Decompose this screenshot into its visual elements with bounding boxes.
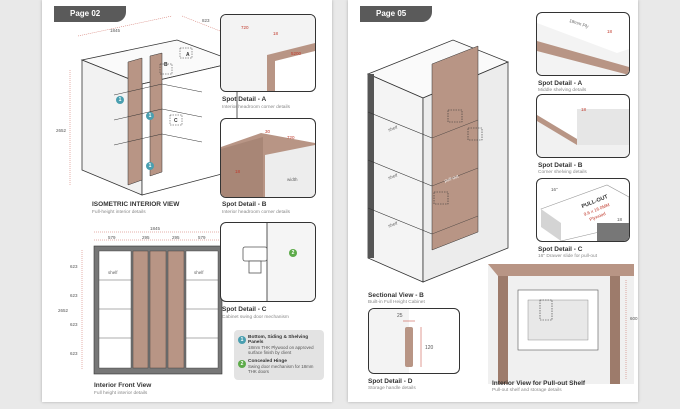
dim-height: 2652	[56, 128, 67, 133]
spot-detail-b-box: 30 720 18 width	[220, 118, 316, 198]
page-02: Page 02	[42, 0, 332, 402]
front-dim-row4: 623	[70, 351, 78, 356]
front-dim-col-d: 579	[198, 235, 206, 240]
right-detail-c-subtitle: 16" Drawer slide for pull-out	[538, 254, 598, 259]
detail-a-subtitle: Interior headroom corner details	[222, 105, 290, 110]
legend-2-text: Swing door mechanism for 18mm THK doors	[248, 364, 314, 374]
front-subtitle: Full height interior details	[94, 391, 148, 396]
spot-detail-c-box: 2	[220, 222, 316, 302]
sectional-drawing	[366, 39, 634, 384]
page-05: Page 05 shelf shelf shelf pull-out 600 S…	[348, 0, 638, 402]
right-detail-b-dim-1: 18	[581, 107, 587, 112]
detail-b-dim-4: width	[287, 177, 298, 182]
detail-a-title: Spot Detail - A	[222, 96, 267, 103]
detail-c-title: Spot Detail - C	[222, 306, 267, 313]
detail-b-subtitle: Interior headroom corner details	[222, 210, 290, 215]
interior-dim: 600	[630, 316, 638, 321]
legend-1: Bottom, Siding & Shelving Panels 18mm TH…	[248, 335, 322, 355]
dim-depth: 823	[202, 18, 210, 23]
front-dim-height: 2652	[58, 308, 69, 313]
legend-2-title: Concealed Hinge	[248, 359, 287, 364]
front-dim-width: 1845	[150, 226, 161, 231]
page-tab: Page 05	[360, 6, 433, 22]
right-detail-d-subtitle: Storage handle details	[368, 386, 416, 391]
iso-title: ISOMETRIC INTERIOR VIEW	[92, 201, 180, 208]
front-title: Interior Front View	[94, 382, 152, 389]
iso-subtitle: Full-height interior details	[92, 210, 146, 215]
right-detail-b-subtitle: Corner shelving details	[538, 170, 587, 175]
front-dim-col-b: 295	[142, 235, 150, 240]
legend-1-title: Bottom, Siding & Shelving Panels	[248, 335, 309, 345]
callout-c: C	[174, 118, 178, 124]
front-shelf-label: shelf	[108, 270, 118, 275]
right-detail-a-box: 18mm Ply 18	[536, 12, 630, 76]
detail-a-dim-3: 5200	[291, 51, 302, 56]
legend-1-text: 18mm THK Plywood on approved surface fin…	[248, 345, 314, 355]
front-dim-row1: 623	[70, 264, 78, 269]
right-detail-c-box: PULL-OUT 9.6 x 16.0MM Plywood 16" 18	[536, 178, 630, 242]
isometric-drawing	[69, 15, 239, 375]
detail-a-dim-2: 18	[273, 31, 279, 36]
right-detail-c-dim-1: 16"	[551, 187, 558, 192]
detail-c-marker-icon: 2	[289, 249, 297, 257]
legend-panel: 1 Bottom, Siding & Shelving Panels 18mm …	[234, 330, 324, 380]
detail-a-dim-1: 720	[241, 25, 249, 30]
marker-1-icon: 1	[116, 96, 124, 104]
page-tab: Page 02	[54, 6, 127, 22]
right-detail-d-box: 25 120	[368, 308, 460, 374]
right-detail-c-dim-2: 18	[617, 217, 623, 222]
front-dim-col-c: 295	[172, 235, 180, 240]
right-detail-c-title: Spot Detail - C	[538, 246, 583, 253]
callout-b: B	[164, 62, 168, 68]
front-shelf-label-2: shelf	[194, 270, 204, 275]
right-detail-b-box: 18	[536, 94, 630, 158]
callout-a: A	[186, 52, 190, 58]
right-detail-a-subtitle: Middle shelving details	[538, 88, 587, 93]
marker-1c-icon: 1	[146, 162, 154, 170]
section-title: Sectional View - B	[368, 292, 424, 299]
right-detail-d-title: Spot Detail - D	[368, 378, 413, 385]
front-dim-col-a: 579	[108, 235, 116, 240]
interior-subtitle: Pull-out shelf and storage details	[492, 388, 562, 393]
legend-2: Concealed Hinge Swing door mechanism for…	[248, 359, 322, 374]
detail-b-dim-3: 18	[235, 169, 241, 174]
marker-1b-icon: 1	[146, 112, 154, 120]
section-subtitle: Built-in Full Height Cabinet	[368, 300, 425, 305]
right-detail-d-dim-2: 120	[425, 345, 434, 351]
detail-b-title: Spot Detail - B	[222, 201, 267, 208]
spot-detail-a-box: 720 18 5200	[220, 14, 316, 92]
dim-width: 1845	[110, 28, 121, 33]
right-detail-b-title: Spot Detail - B	[538, 162, 583, 169]
front-dim-row3: 623	[70, 322, 78, 327]
detail-b-dim-1: 30	[265, 129, 271, 134]
legend-2-icon: 2	[238, 360, 246, 368]
detail-c-subtitle: Cabinet swing door mechanism	[222, 315, 289, 320]
detail-b-dim-2: 720	[287, 135, 295, 140]
interior-title: Interior View for Pull-out Shelf	[492, 380, 586, 387]
right-detail-d-dim-1: 25	[397, 313, 403, 319]
legend-1-icon: 1	[238, 336, 246, 344]
right-detail-a-title: Spot Detail - A	[538, 80, 583, 87]
right-detail-a-dim-2: 18	[607, 29, 613, 34]
front-dim-row2: 623	[70, 293, 78, 298]
